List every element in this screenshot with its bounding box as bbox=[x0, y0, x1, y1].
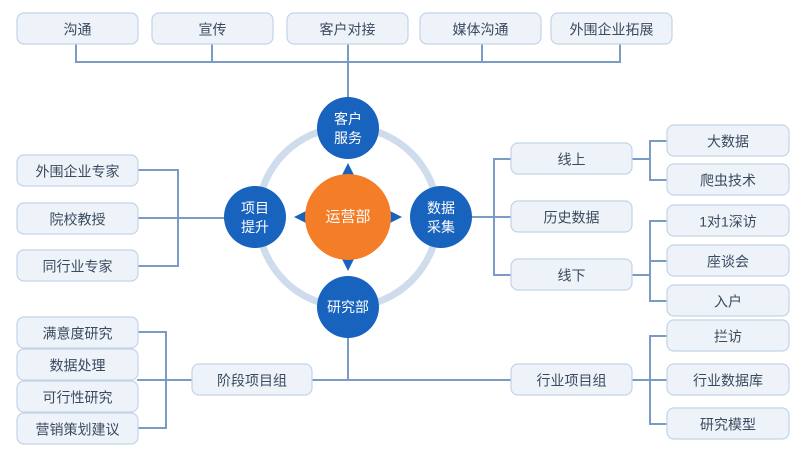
box-stage-project-team-label: 阶段项目组 bbox=[217, 373, 287, 389]
connector-group-offline-children bbox=[631, 220, 668, 302]
right-box-intercept-interview-label: 拦访 bbox=[714, 329, 742, 345]
right-box-crawler-technology[interactable]: 爬虫技术 bbox=[666, 163, 790, 196]
top-box-client-liaison-label: 客户对接 bbox=[320, 22, 376, 38]
hub-operations-department-label: 运营部 bbox=[325, 209, 370, 226]
left-box-external-enterprise-expert-label: 外围企业专家 bbox=[36, 164, 120, 180]
top-box-communication-label: 沟通 bbox=[64, 22, 92, 38]
right-box-research-model[interactable]: 研究模型 bbox=[666, 407, 790, 440]
left-box-university-professor-label: 院校教授 bbox=[50, 212, 106, 228]
top-box-publicity[interactable]: 宣传 bbox=[151, 12, 274, 45]
connector-group-online-children bbox=[631, 140, 668, 181]
connector-group-bottom bbox=[311, 336, 512, 381]
connector-group-left-upper bbox=[137, 169, 226, 267]
arrow-left-icon bbox=[294, 211, 306, 223]
hub-research-department-label: 研究部 bbox=[327, 299, 369, 315]
left-box-external-enterprise-expert[interactable]: 外围企业专家 bbox=[16, 154, 139, 187]
hub-data-collection-line1: 数据 bbox=[427, 200, 455, 216]
box-stage-project-team[interactable]: 阶段项目组 bbox=[191, 363, 313, 396]
left-box-satisfaction-research-label: 满意度研究 bbox=[43, 326, 113, 342]
left-box-feasibility-research-label: 可行性研究 bbox=[43, 390, 113, 406]
top-box-media-communication-label: 媒体沟通 bbox=[453, 22, 509, 38]
hub-project-improvement-line1: 项目 bbox=[241, 200, 269, 216]
right-box-historical-data-label: 历史数据 bbox=[544, 210, 600, 226]
top-box-communication[interactable]: 沟通 bbox=[16, 12, 139, 45]
right-box-crawler-technology-label: 爬虫技术 bbox=[700, 173, 756, 189]
hub-node-project-improvement[interactable]: 项目 提升 bbox=[224, 186, 286, 248]
top-box-client-liaison[interactable]: 客户对接 bbox=[286, 12, 409, 45]
top-box-media-communication[interactable]: 媒体沟通 bbox=[419, 12, 542, 45]
right-box-household-visit-label: 入户 bbox=[714, 294, 742, 310]
box-industry-project-team[interactable]: 行业项目组 bbox=[510, 363, 633, 396]
top-box-external-expansion[interactable]: 外围企业拓展 bbox=[550, 12, 673, 45]
right-box-research-model-label: 研究模型 bbox=[700, 417, 756, 433]
left-box-university-professor[interactable]: 院校教授 bbox=[16, 202, 139, 235]
right-box-historical-data[interactable]: 历史数据 bbox=[510, 200, 633, 233]
hub-data-collection-line2: 采集 bbox=[427, 219, 455, 235]
arrow-up-icon bbox=[342, 163, 354, 175]
left-box-industry-peer-expert-label: 同行业专家 bbox=[43, 259, 113, 275]
arrow-right-icon bbox=[390, 211, 402, 223]
hub-customer-service-line1: 客户 bbox=[334, 111, 362, 127]
right-box-big-data-label: 大数据 bbox=[707, 134, 749, 150]
left-box-data-processing[interactable]: 数据处理 bbox=[16, 348, 139, 381]
connector-group-right-middle bbox=[469, 158, 512, 276]
connector-group-top-bus bbox=[75, 43, 621, 101]
right-box-online-label: 线上 bbox=[558, 152, 586, 168]
right-box-intercept-interview[interactable]: 拦访 bbox=[666, 319, 790, 352]
right-box-household-visit[interactable]: 入户 bbox=[666, 284, 790, 317]
hub-node-data-collection[interactable]: 数据 采集 bbox=[410, 186, 472, 248]
hub-node-research-department[interactable]: 研究部 bbox=[317, 276, 379, 338]
hub-customer-service-line2: 服务 bbox=[334, 130, 362, 146]
right-box-offline-label: 线下 bbox=[558, 268, 586, 284]
hub-node-customer-service[interactable]: 客户 服务 bbox=[317, 97, 379, 159]
connector-group-industry-children bbox=[631, 335, 668, 425]
box-industry-project-team-label: 行业项目组 bbox=[537, 373, 607, 389]
right-box-offline[interactable]: 线下 bbox=[510, 258, 633, 291]
left-box-feasibility-research[interactable]: 可行性研究 bbox=[16, 380, 139, 413]
right-box-industry-database[interactable]: 行业数据库 bbox=[666, 363, 790, 396]
hub-arrows bbox=[294, 163, 402, 271]
left-box-marketing-proposal-label: 营销策划建议 bbox=[36, 422, 120, 438]
right-box-industry-database-label: 行业数据库 bbox=[693, 373, 763, 389]
left-box-satisfaction-research[interactable]: 满意度研究 bbox=[16, 316, 139, 349]
left-box-industry-peer-expert[interactable]: 同行业专家 bbox=[16, 249, 139, 282]
right-box-big-data[interactable]: 大数据 bbox=[666, 124, 790, 157]
right-box-online[interactable]: 线上 bbox=[510, 142, 633, 175]
right-box-focus-group[interactable]: 座谈会 bbox=[666, 244, 790, 277]
hub-project-improvement-line2: 提升 bbox=[241, 219, 269, 235]
left-box-marketing-proposal[interactable]: 营销策划建议 bbox=[16, 412, 139, 445]
top-box-publicity-label: 宣传 bbox=[199, 22, 227, 38]
right-box-one-on-one-interview[interactable]: 1对1深访 bbox=[666, 204, 790, 237]
connector-group-left-lower bbox=[137, 331, 193, 429]
hub-node-operations-department[interactable]: 运营部 bbox=[305, 174, 391, 260]
top-box-external-expansion-label: 外围企业拓展 bbox=[570, 22, 654, 38]
right-box-focus-group-label: 座谈会 bbox=[707, 254, 749, 270]
right-box-one-on-one-interview-label: 1对1深访 bbox=[699, 214, 757, 230]
left-box-data-processing-label: 数据处理 bbox=[50, 358, 106, 374]
arrow-down-icon bbox=[342, 259, 354, 271]
